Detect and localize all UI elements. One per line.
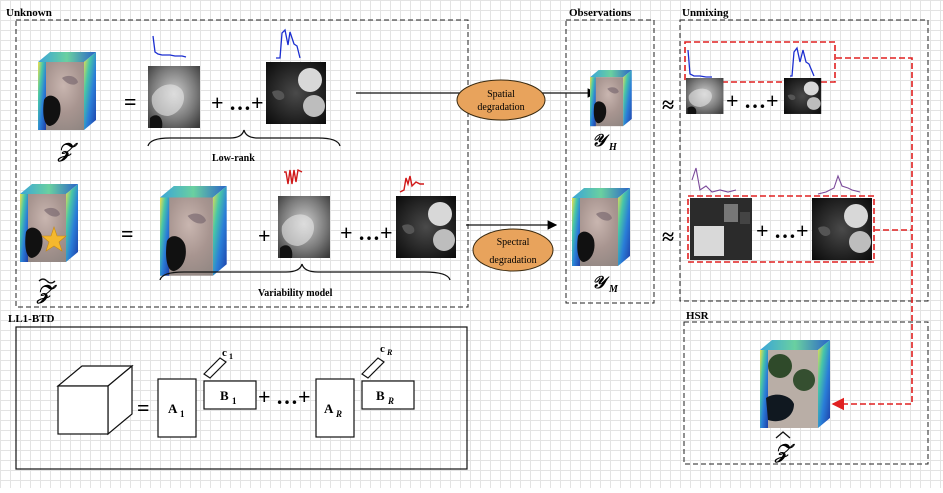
abundance-map-dark-2 [396,196,456,258]
unmixing-box [679,19,929,302]
unmix-map-dark-2 [812,198,872,260]
plus-dots-plus-unmix-2: + …+ [756,218,809,243]
abundance-map-dark-1 [266,62,326,124]
tensor-cube [56,364,134,436]
label-spectral: Spectral [497,237,530,248]
unmix-map-gray [686,78,724,114]
ll1-equals: = [137,395,150,420]
label-spatial: Spatial [487,89,515,100]
cube-z-tilde [20,184,78,262]
red-dashed-box-maps [687,195,875,263]
plus-dots-plus-1: + …+ [211,90,264,115]
symbol-y-h: 𝒴 [592,131,610,150]
label-ar: A [324,401,334,416]
matrix-a1 [157,378,197,438]
symbol-y-m: 𝒴 [592,273,610,292]
symbol-z: 𝒵 [57,140,78,162]
observations-box [565,19,655,304]
approx-sign-1: ≈ [662,92,674,117]
symbol-y-m-sub: M [608,284,619,295]
approx-sign-2: ≈ [662,224,674,249]
hsr-box [683,321,929,465]
tilde-mark [38,278,56,284]
equals-sign-2: = [121,221,134,246]
brace-variability [159,263,451,281]
equals-sign-1: = [124,89,137,114]
spectrum-red-1 [284,168,303,185]
oval-spatial-degradation [456,79,546,121]
cube-z-hat [760,340,830,428]
red-connector-top [831,57,913,411]
label-spectral-degradation: degradation [489,255,536,266]
label-b1: B [220,388,229,403]
brace-low-rank [147,129,341,147]
hsr-header: HSR [686,310,710,322]
plus-dots-plus-unmix-1: + …+ [726,88,779,113]
ll1btd-box [15,326,468,470]
spectrum-red-2 [399,175,424,193]
vector-cr [361,357,385,379]
label-a1-sub: 1 [180,409,185,419]
red-dashed-box-spectra [684,41,836,83]
label-b1-sub: 1 [232,396,237,406]
cube-z [38,52,96,130]
cube-variability [160,186,227,276]
label-ar-sub: R [335,409,342,419]
cube-y-h [590,70,632,127]
label-br: B [376,388,385,403]
label-a1: A [168,401,178,416]
unknown-box [15,19,469,308]
star-icon [41,226,67,252]
hat-mark [775,431,791,439]
spectrum-unmix-purple-2 [817,174,861,195]
plus-dots-plus-2: + …+ [340,220,393,245]
unmix-map-dark [784,78,822,114]
unmix-map-pixel [690,198,752,260]
matrix-b1 [203,380,257,410]
spectrum-unmix-blue-1 [687,49,712,78]
ll1-plus-dots-plus: + …+ [258,384,311,409]
label-spatial-degradation: degradation [477,102,524,113]
vector-c1 [203,357,227,379]
symbol-z-hat: 𝒵 [774,441,795,463]
unknown-header: Unknown [6,7,52,19]
spectrum-blue-2 [276,28,301,59]
label-variability-model: Variability model [258,288,333,299]
unmixing-header: Unmixing [682,7,729,19]
abundance-map-gray-1 [148,66,200,128]
symbol-y-h-sub: H [608,142,618,153]
ll1btd-header: LL1-BTD [8,313,55,325]
label-cr-sub: R [386,348,393,357]
label-cr: c [380,343,385,355]
spectrum-unmix-purple-1 [691,167,737,193]
observations-header: Observations [569,7,632,19]
matrix-ar [315,378,355,438]
oval-spectral-degradation [472,228,554,272]
spectrum-blue-1 [152,35,187,58]
label-c1: c [222,347,227,359]
label-br-sub: R [387,396,394,406]
label-low-rank: Low-rank [212,153,255,164]
abundance-map-gray-2 [278,196,330,258]
spectrum-unmix-blue-2 [790,46,815,77]
symbol-z-tilde: 𝒵 [36,282,57,304]
cube-y-m [572,188,630,266]
plus-sign-row2: + [258,223,271,248]
matrix-br [361,380,415,410]
label-c1-sub: 1 [229,352,233,361]
